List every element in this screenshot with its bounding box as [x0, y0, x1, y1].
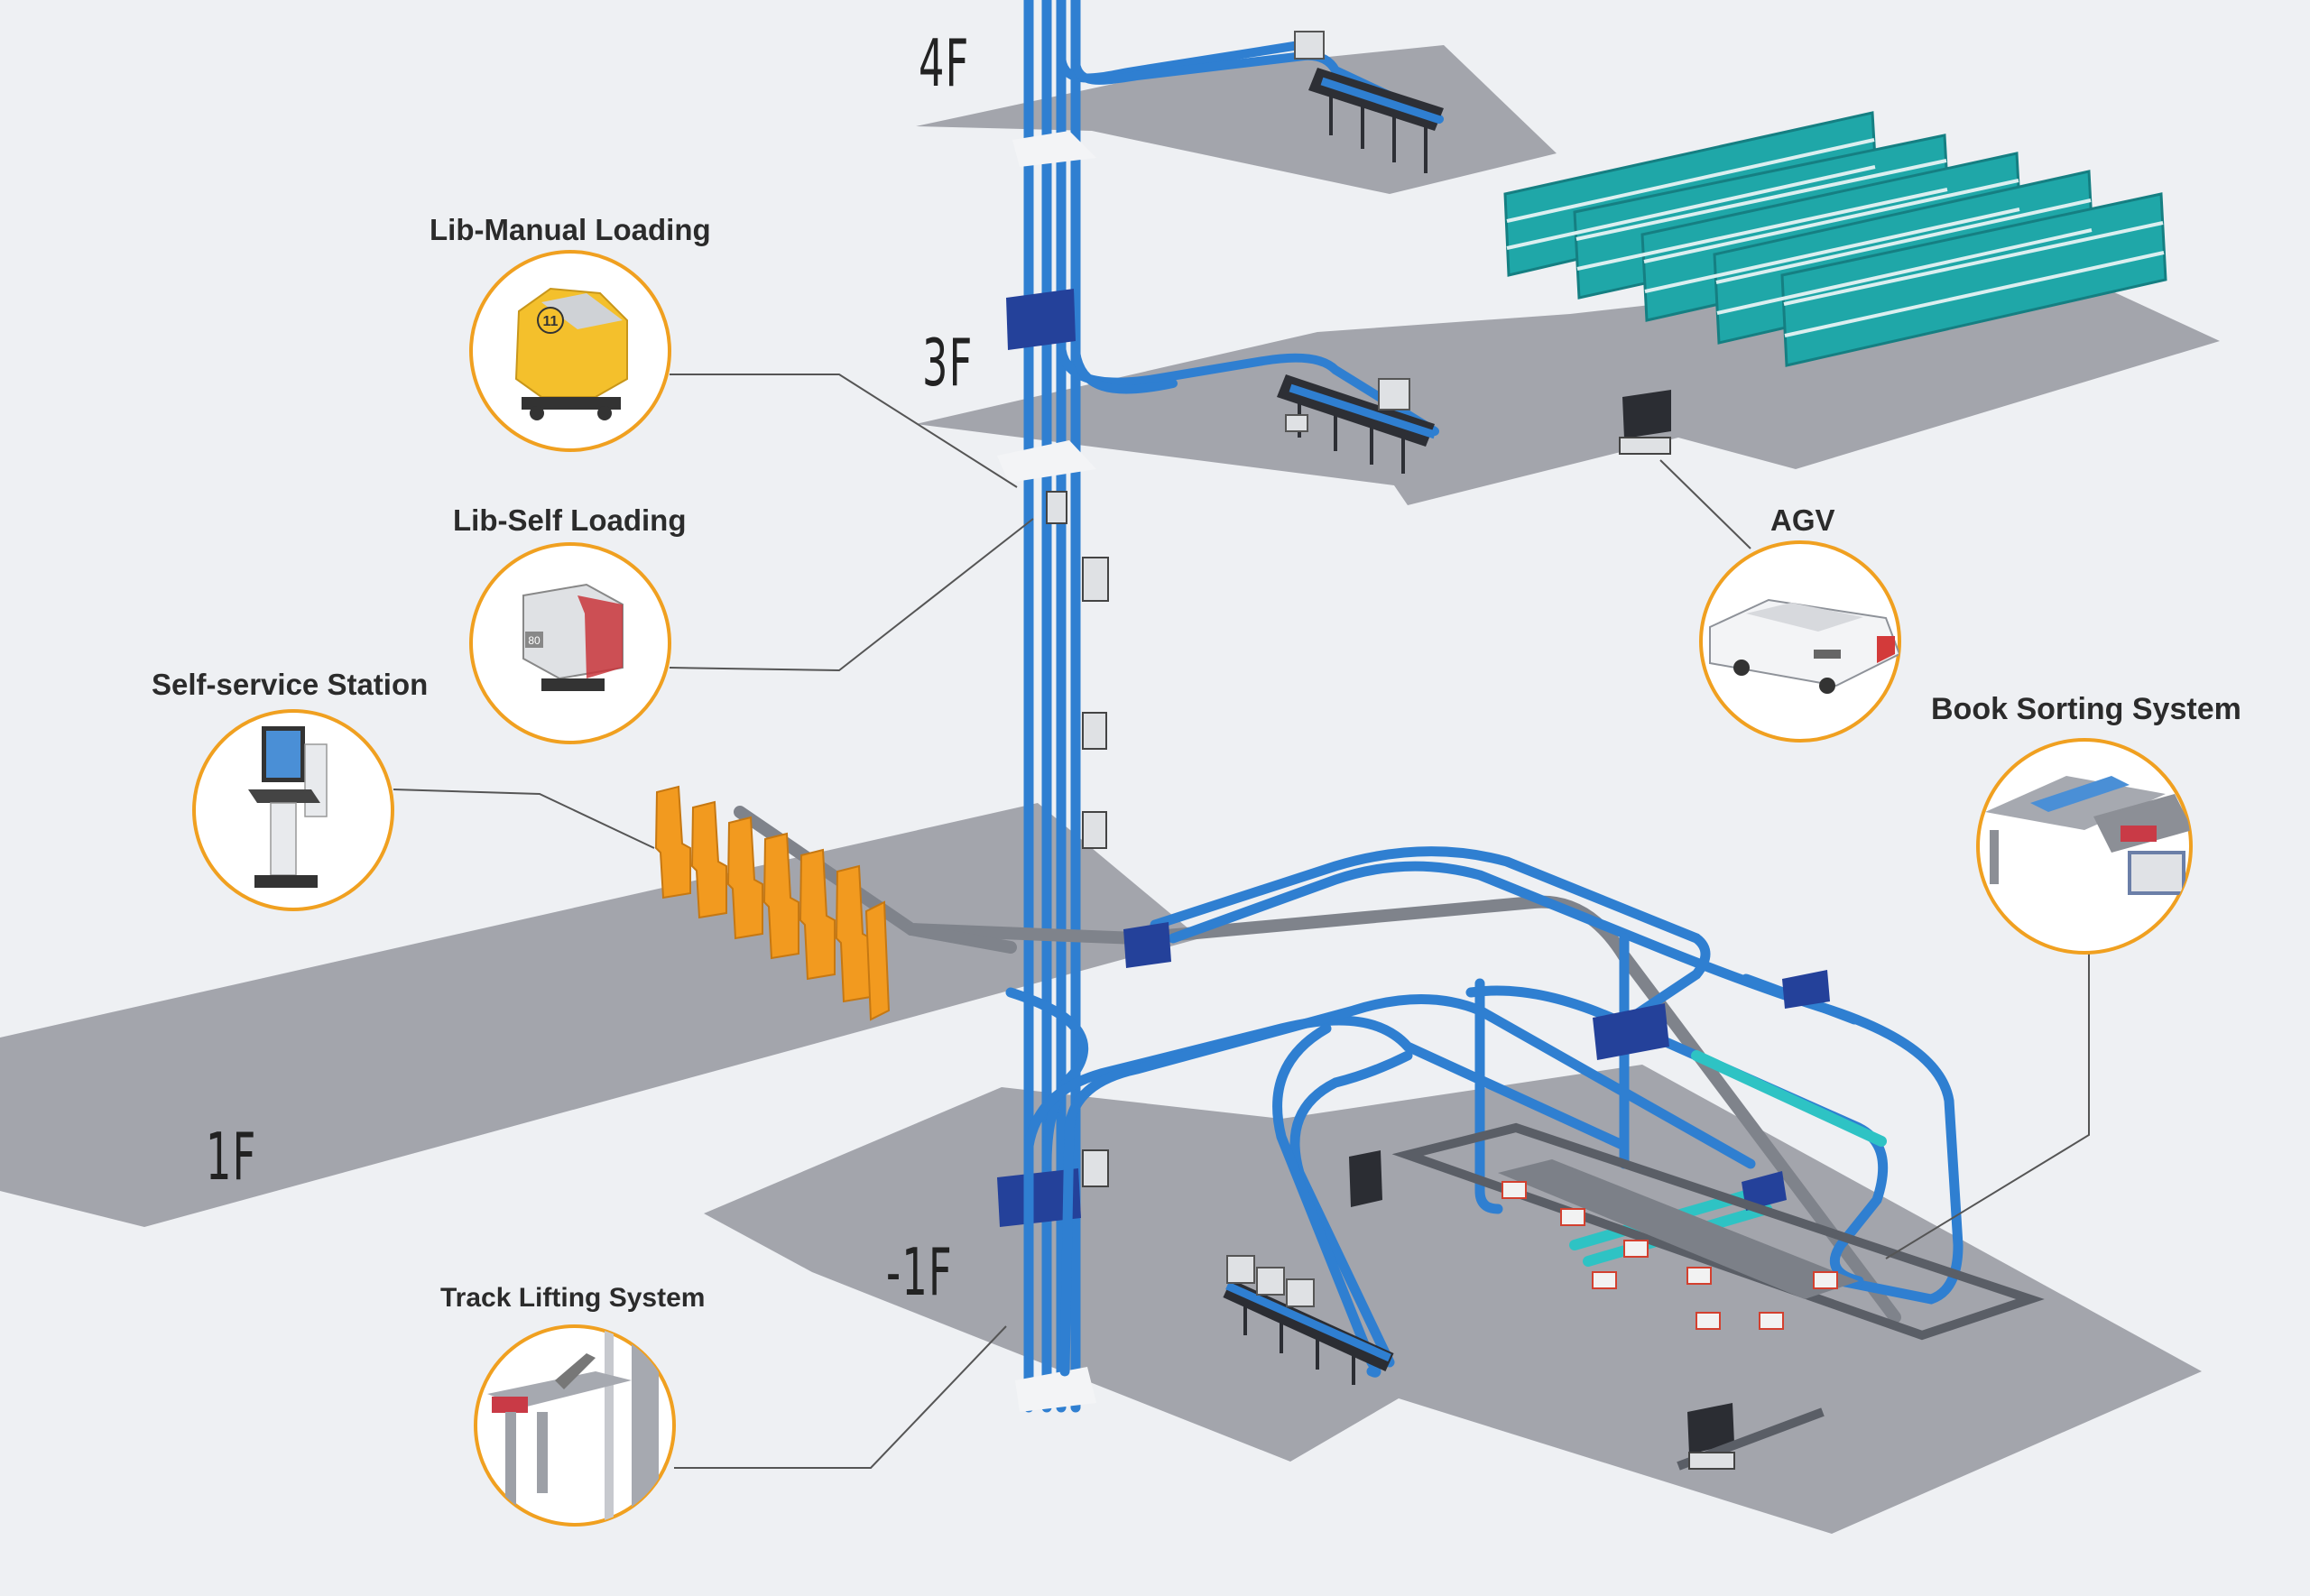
- leader-book-sorting: [1885, 953, 2090, 1259]
- callout-track-lifting-system: [474, 1324, 676, 1527]
- callout-self-service-station: [192, 709, 394, 911]
- cart-number-text: 11: [543, 314, 559, 329]
- self-loader-icon: 80: [522, 583, 624, 691]
- floor-label-4f: 4F: [919, 25, 970, 101]
- title-book-sorting-system: Book Sorting System: [1931, 692, 2241, 726]
- floor-slab-4f: [916, 45, 1557, 194]
- leader-self-service: [393, 789, 655, 849]
- callout-manual-loading: 11: [469, 250, 671, 452]
- branch-tracks: [1057, 41, 1444, 436]
- agv-robot-icon: [1709, 598, 1899, 694]
- leader-self-loading: [669, 518, 1034, 672]
- title-track-lifting-system: Track Lifting System: [440, 1283, 706, 1313]
- title-self-service-station: Self-service Station: [152, 668, 429, 701]
- orange-station: [654, 785, 891, 1021]
- callout-self-loading: 80: [469, 542, 671, 744]
- leader-lines: [393, 374, 2090, 1469]
- floor-label-b1: -1F: [886, 1234, 953, 1310]
- title-lib-manual-loading: Lib-Manual Loading: [430, 213, 711, 246]
- leader-agv: [1659, 459, 1751, 549]
- title-agv: AGV: [1770, 503, 1835, 537]
- leader-track-lifting: [674, 1325, 1007, 1469]
- floor-slab-1f: [0, 803, 1200, 1227]
- conveyor-4f: [1294, 31, 1444, 173]
- shaft-carriers: [997, 289, 1081, 1227]
- yellow-cart-icon: 11: [514, 287, 628, 420]
- callout-agv: [1699, 540, 1901, 743]
- leader-manual-loading: [670, 374, 1018, 488]
- floor-label-1f: 1F: [206, 1119, 257, 1195]
- sorting-machine: [1349, 1122, 2045, 1471]
- conveyor-3f: [1277, 374, 1437, 474]
- conveyor-b1: [1223, 1255, 1394, 1385]
- title-lib-self-loading: Lib-Self Loading: [453, 503, 687, 537]
- shaft-stations: [1046, 491, 1109, 1187]
- self-loader-number-text: 80: [528, 634, 541, 647]
- kiosk-icon: [248, 726, 328, 888]
- sorting-unit-icon: [1985, 776, 2191, 895]
- callout-book-sorting-system: [1976, 738, 2193, 955]
- floor-label-3f: 3F: [922, 325, 974, 401]
- b1-track-carriers: [1123, 922, 1830, 1211]
- warehouse-shelves: [1503, 111, 2167, 367]
- floor-slabs: [0, 45, 2220, 1534]
- agv-3f: [1619, 390, 1671, 455]
- shaft-openings: [997, 131, 1096, 1412]
